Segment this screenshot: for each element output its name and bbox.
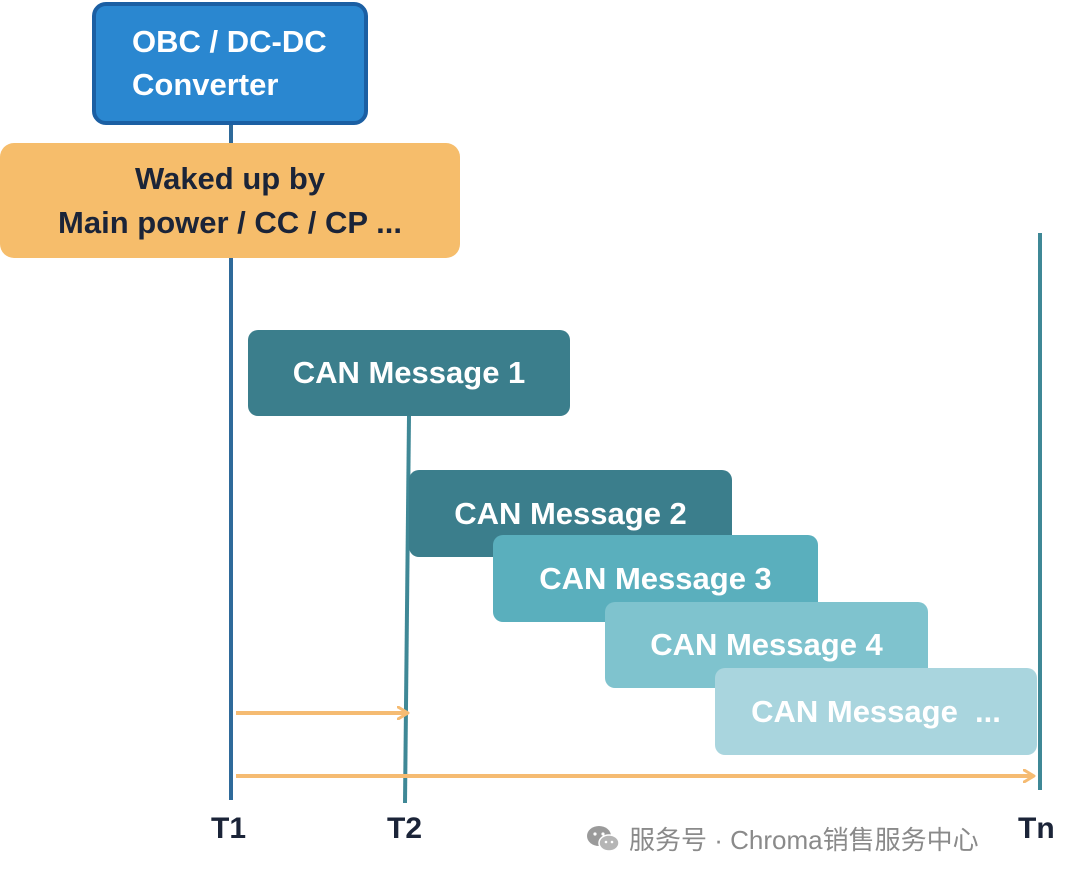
obc-dcdc-converter-box: OBC / DC-DC Converter bbox=[92, 2, 368, 125]
tn-label: Tn bbox=[1018, 812, 1055, 845]
t1-label: T1 bbox=[211, 812, 247, 845]
t2-vertical-line bbox=[403, 415, 411, 804]
watermark: 服务号 · Chroma销售服务中心 bbox=[585, 820, 979, 857]
can-message-more-box: CAN Message ... bbox=[715, 668, 1037, 755]
wechat-icon bbox=[587, 825, 620, 852]
wake-up-source-box: Waked up by Main power / CC / CP ... bbox=[0, 143, 460, 258]
t2-label: T2 bbox=[387, 812, 423, 845]
watermark-text: 服务号 · Chroma销售服务中心 bbox=[629, 825, 979, 855]
can-message-1-box: CAN Message 1 bbox=[248, 330, 570, 416]
